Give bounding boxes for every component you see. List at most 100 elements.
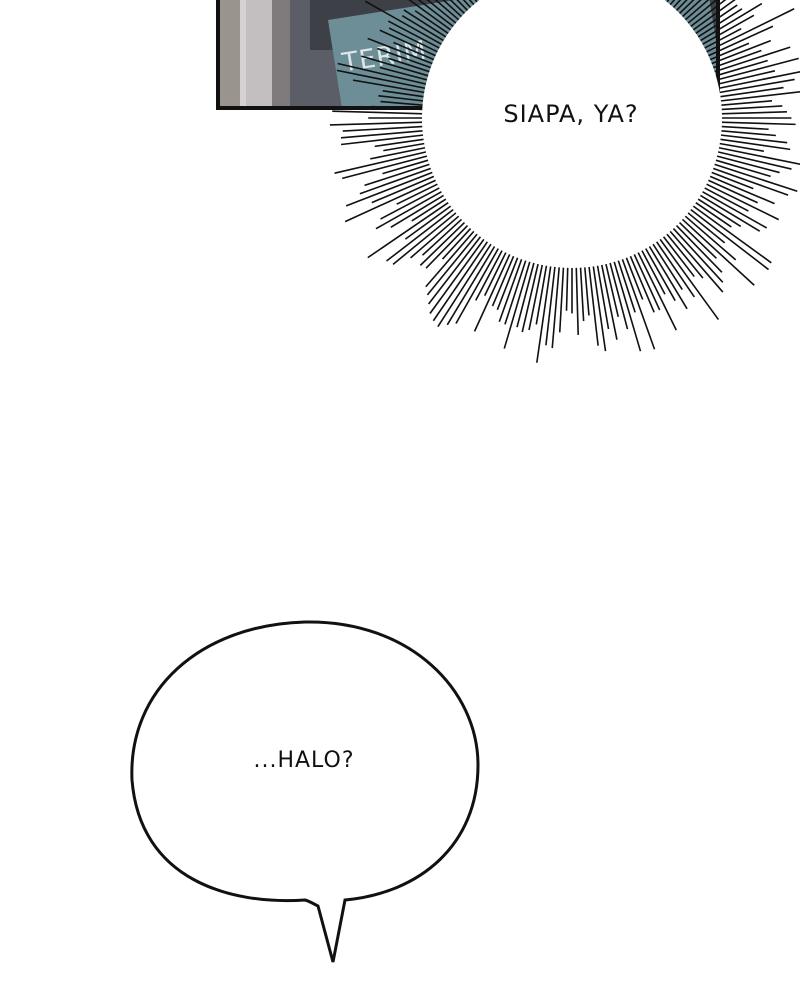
speed-line (388, 57, 432, 74)
speed-line (427, 234, 483, 305)
speed-line (403, 9, 448, 39)
speed-line (342, 125, 425, 132)
speed-line (612, 259, 642, 352)
speed-line (410, 214, 461, 259)
speed-line (714, 154, 780, 174)
speed-line (709, 170, 754, 190)
speed-line (709, 39, 772, 66)
speed-line (387, 20, 442, 50)
speed-line (367, 37, 435, 66)
speed-line (446, 244, 497, 326)
speed-line (719, 125, 769, 131)
speed-line (608, 260, 629, 330)
speed-line (521, 261, 540, 333)
speed-line (380, 100, 425, 107)
speed-line (717, 78, 795, 94)
speed-line (340, 134, 426, 146)
speed-line (674, 0, 688, 13)
speed-line (334, 150, 429, 174)
speed-line (382, 158, 431, 175)
speed-line (583, 265, 590, 316)
speed-line (329, 121, 425, 126)
speed-line (425, 229, 476, 288)
speed-line (411, 197, 448, 222)
speed-line (708, 42, 750, 62)
speed-line (665, 232, 704, 279)
speed-line (575, 265, 579, 335)
speed-line (714, 57, 799, 82)
speed-line (483, 250, 508, 296)
speed-line (441, 226, 473, 260)
speed-line (388, 27, 440, 54)
speed-line (640, 248, 666, 295)
speed-line (528, 262, 544, 331)
speed-line (393, 41, 436, 62)
speed-line (691, 204, 772, 264)
speed-line (712, 162, 798, 192)
speed-line (713, 158, 771, 178)
speed-line (364, 0, 444, 46)
speed-line (379, 66, 430, 82)
speed-line (375, 190, 444, 230)
speed-line (386, 207, 456, 262)
speed-line (693, 200, 732, 228)
burst-bubble-center (422, 0, 722, 268)
speed-line (429, 237, 486, 314)
speed-line (367, 200, 451, 259)
speed-line (680, 0, 702, 19)
speech-bubble-outline (130, 620, 480, 963)
speed-line (426, 232, 479, 296)
burst-speed-lines (329, 0, 800, 363)
speed-line (390, 193, 446, 228)
speed-line (704, 8, 795, 54)
speed-line (455, 246, 500, 324)
speed-line (417, 0, 456, 29)
speed-line (434, 0, 461, 22)
speech-bubble-text: ...HALO? (253, 748, 355, 773)
speed-line (715, 150, 792, 170)
speed-line (383, 142, 427, 152)
speed-line (414, 10, 451, 36)
speed-line (693, 4, 738, 36)
speed-line (370, 146, 428, 160)
speed-line (712, 46, 791, 74)
speed-line (359, 166, 433, 195)
speed-line (382, 89, 426, 98)
speed-line (677, 220, 717, 259)
speed-line (647, 244, 688, 310)
speed-line (719, 121, 796, 126)
speed-line (340, 129, 425, 139)
speed-line (536, 264, 552, 363)
speed-line (658, 237, 720, 321)
speed-line (620, 257, 656, 350)
speed-line (708, 174, 775, 205)
speed-line (711, 166, 789, 196)
speed-line (706, 178, 758, 204)
speed-line (644, 246, 676, 302)
speed-line (372, 105, 425, 111)
speed-line (336, 69, 428, 90)
window-frame (220, 0, 290, 106)
speed-line (504, 258, 528, 325)
speed-line (456, 0, 470, 13)
speed-line (408, 0, 453, 32)
speed-line (475, 248, 504, 301)
speed-line (426, 0, 458, 25)
speed-line (379, 29, 438, 58)
speed-line (374, 138, 426, 148)
speed-line (715, 70, 776, 86)
speed-line (624, 255, 644, 300)
speed-line (686, 0, 718, 25)
speed-line (719, 129, 776, 137)
burst-bubble-text: SIAPA, YA? (503, 100, 639, 128)
speed-line (711, 49, 762, 70)
speed-line (718, 86, 784, 98)
speed-line (352, 79, 427, 94)
speed-line (378, 94, 426, 102)
speed-line (719, 111, 787, 115)
speed-line (683, 214, 737, 261)
speed-line (680, 217, 755, 286)
speed-line (364, 162, 432, 187)
speed-line (376, 47, 433, 70)
